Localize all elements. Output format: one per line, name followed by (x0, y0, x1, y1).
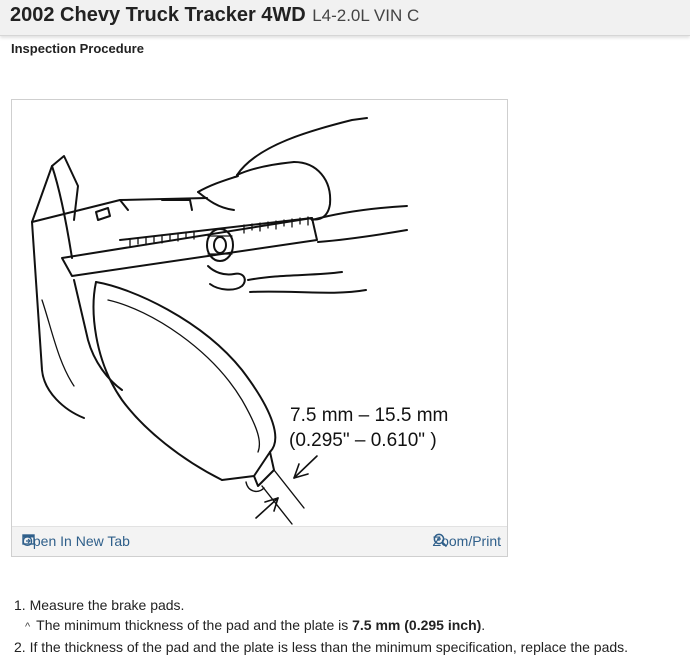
spec-range-mm: 7.5 mm – 15.5 mm (290, 405, 448, 426)
section-title: Inspection Procedure (11, 41, 144, 56)
engine-spec: L4-2.0L VIN C (312, 6, 420, 25)
figure-toolbar: Open In New Tab Zoom/Print (12, 526, 507, 556)
caret-bullet: ^ (25, 621, 31, 633)
figure-panel: 7.5 mm – 15.5 mm (0.295" – 0.610" ) Open… (11, 99, 508, 557)
step-text: The minimum thickness of the pad and the… (36, 617, 353, 633)
step-number: 1. (14, 597, 26, 613)
page-header: 2002 Chevy Truck Tracker 4WD L4-2.0L VIN… (0, 0, 690, 36)
open-in-new-tab-link[interactable]: Open In New Tab (22, 533, 130, 549)
step-spec-value: 7.5 mm (0.295 inch) (352, 617, 482, 633)
open-in-new-tab-icon (22, 534, 35, 545)
step-text: If the thickness of the pad and the plat… (29, 639, 629, 655)
step-text: Measure the brake pads. (29, 597, 185, 613)
vehicle-title: 2002 Chevy Truck Tracker 4WD (10, 4, 306, 26)
list-item: 2. If the thickness of the pad and the p… (14, 637, 684, 657)
zoom-print-link[interactable]: Zoom/Print (433, 533, 501, 549)
step-number: 2. (14, 639, 26, 655)
spec-range-inch: (0.295" – 0.610" ) (289, 430, 437, 451)
zoom-print-label: Zoom/Print (432, 533, 501, 549)
step-text-end: . (481, 617, 486, 633)
caliper-measurement-illustration: 7.5 mm – 15.5 mm (0.295" – 0.610" ) (31, 117, 448, 525)
procedure-steps: 1. Measure the brake pads. ^ The minimum … (14, 595, 684, 657)
magnifier-plus-icon (433, 533, 447, 548)
list-item: ^ The minimum thickness of the pad and th… (14, 615, 684, 637)
open-in-new-tab-label: Open In New Tab (22, 533, 130, 549)
list-item: 1. Measure the brake pads. (14, 595, 684, 615)
